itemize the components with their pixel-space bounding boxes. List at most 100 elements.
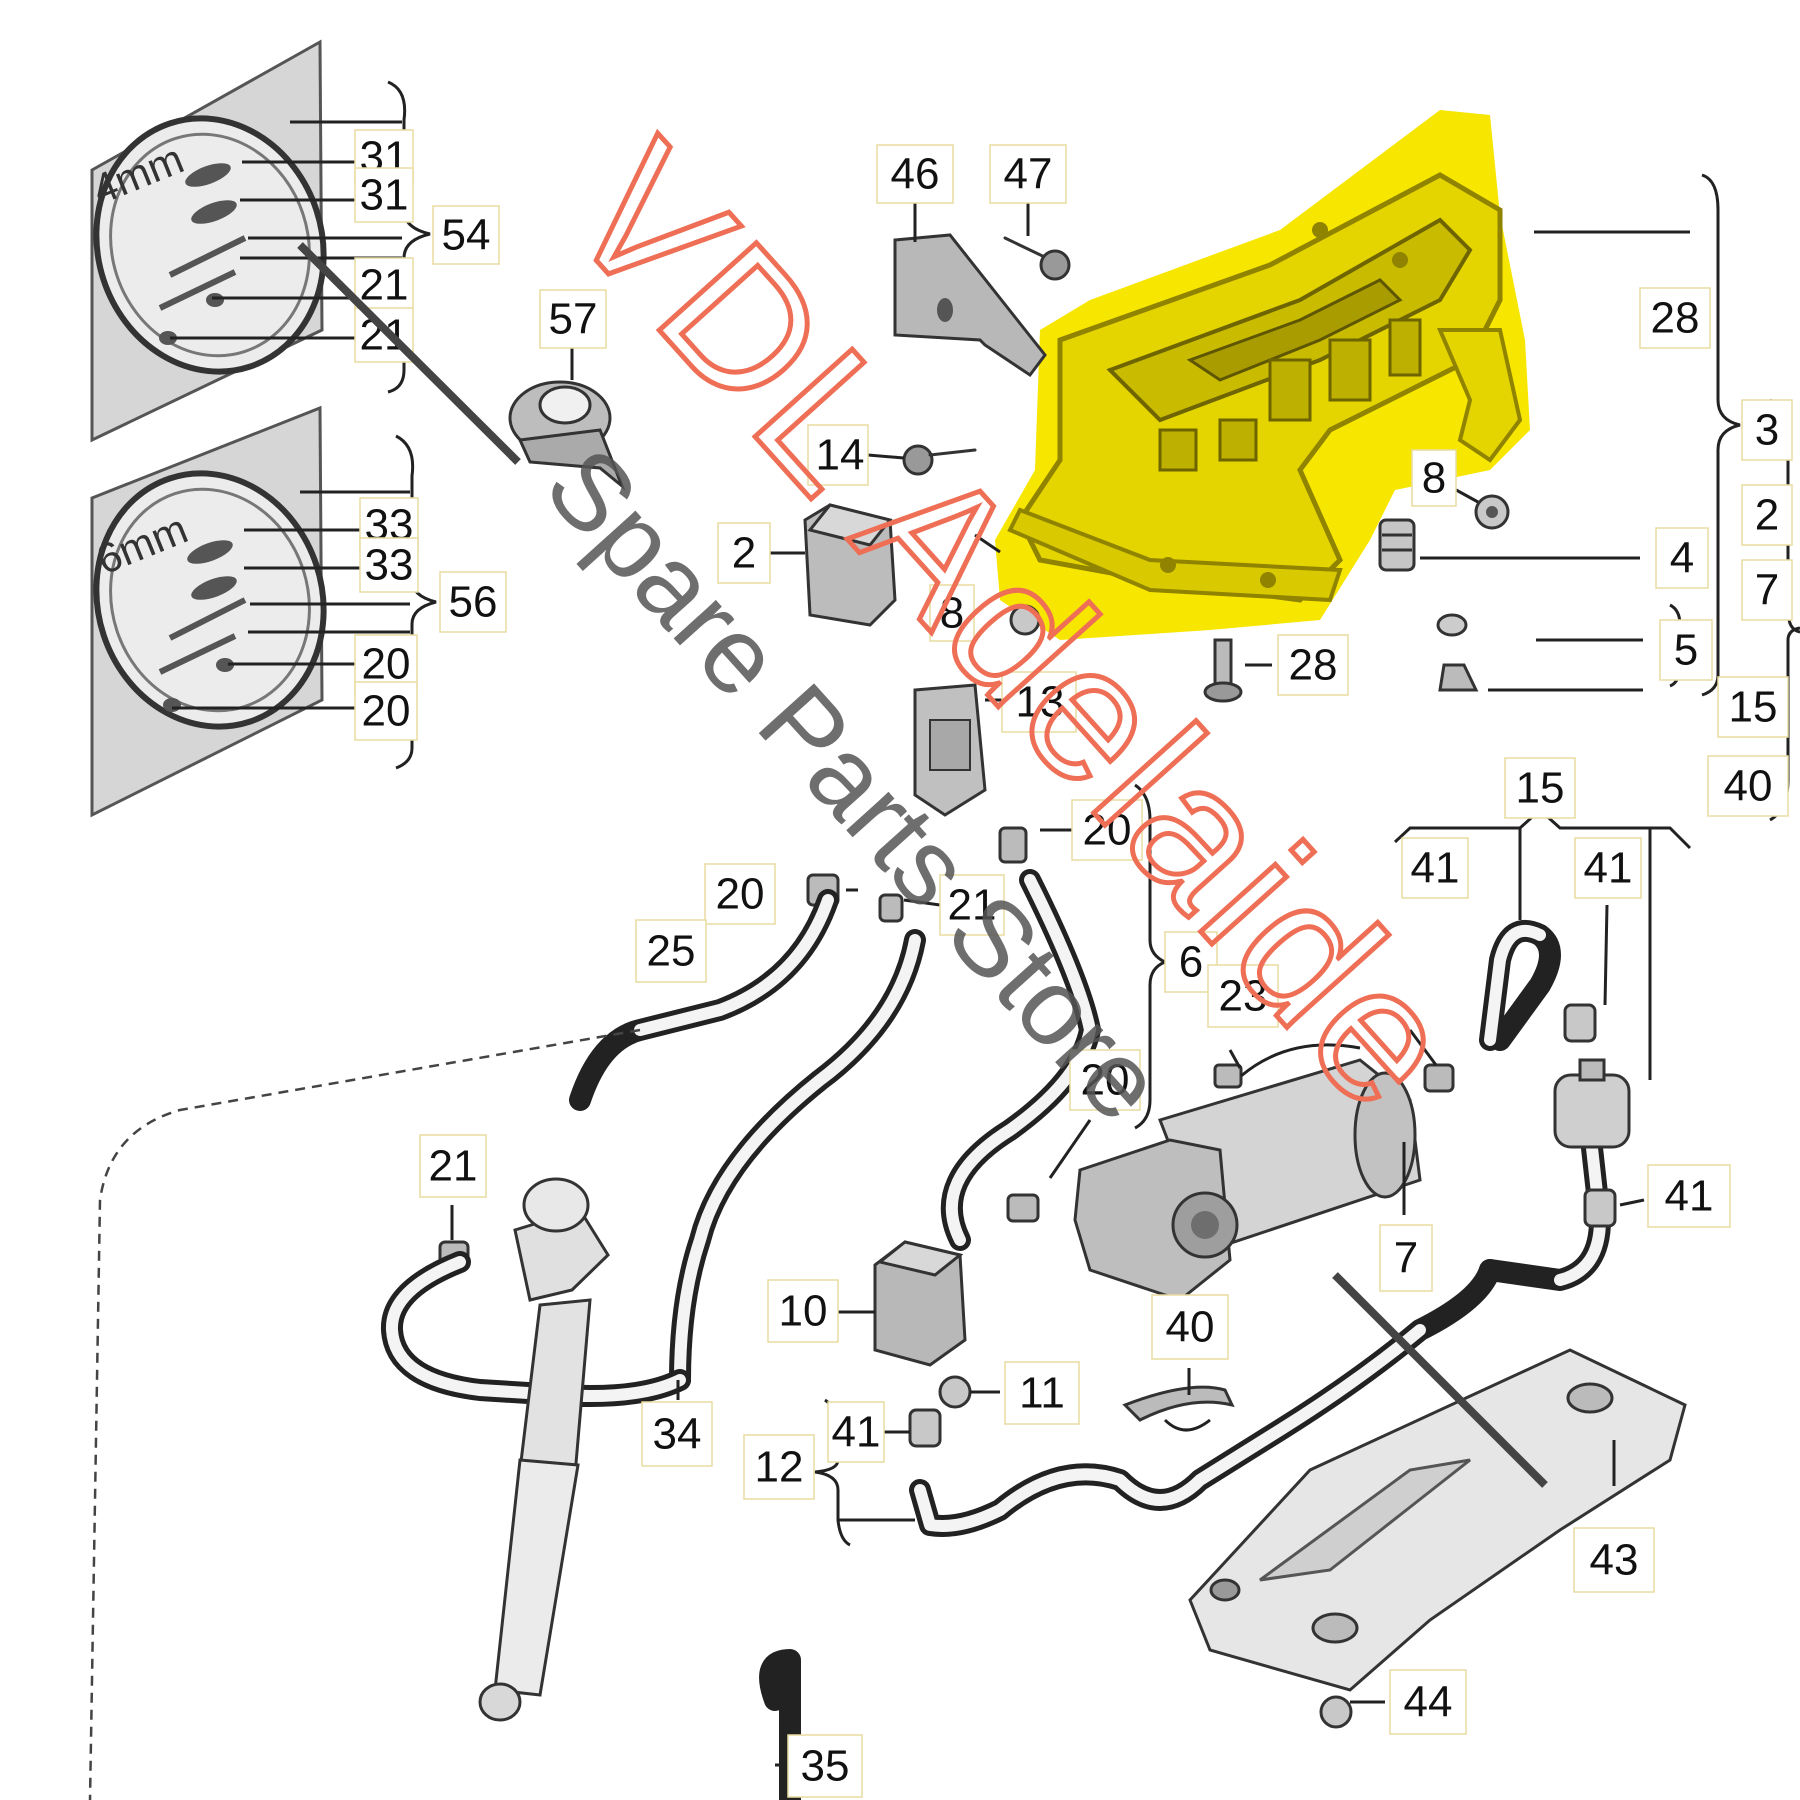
svg-text:41: 41 [1665,1172,1714,1221]
bracket-40 [1122,1385,1235,1432]
callout-15: 15 [1504,757,1576,819]
callout-44: 44 [1389,1669,1467,1735]
callout-43: 43 [1573,1527,1655,1593]
callout-labels: 46 47 57 28 3 2 7 15 40 14 8 2 4 8 28 5 … [354,129,1793,1798]
callout-33-b: 33 [359,537,419,593]
highlighted-compressor-carrier [995,110,1530,640]
svg-text:12: 12 [755,1443,804,1492]
svg-text:34: 34 [653,1410,702,1459]
fitting-20-lower [1006,1193,1040,1223]
svg-text:25: 25 [647,927,696,976]
svg-text:7: 7 [1755,566,1779,615]
callout-31-b: 31 [354,167,414,223]
cover-43 [1188,1348,1687,1692]
svg-text:20: 20 [362,640,411,689]
svg-text:28: 28 [1651,294,1700,343]
strap-57 [508,380,626,491]
callout-57: 57 [539,289,607,349]
callout-20-lower: 20 [1069,1049,1141,1111]
svg-text:56: 56 [449,578,498,627]
callout-20-shim-b: 20 [354,681,418,741]
svg-text:35: 35 [801,1742,850,1791]
svg-text:8: 8 [1422,454,1446,503]
nut-11 [938,1375,972,1409]
shim-leader-lines [170,80,437,770]
sensor-23 [1213,1043,1361,1089]
shock-absorber [478,1177,610,1722]
hose-lines [381,869,1611,1800]
callout-12: 12 [743,1434,815,1500]
svg-text:47: 47 [1004,150,1053,199]
callout-28-bottom: 28 [1277,634,1349,696]
callout-13: 13 [1001,671,1077,733]
callout-40-right: 40 [1707,755,1789,817]
svg-text:40: 40 [1724,762,1773,811]
svg-text:5: 5 [1674,626,1698,675]
callout-20-left: 20 [704,863,776,925]
callout-8-left: 8 [929,584,975,642]
callout-21-shock: 21 [419,1134,487,1198]
svg-text:21: 21 [360,261,409,310]
watermark-stroke-lower [1332,1272,1548,1488]
svg-text:20: 20 [362,687,411,736]
clip-41-b [1583,1188,1617,1228]
svg-text:11: 11 [1019,1369,1065,1418]
svg-text:28: 28 [1289,641,1338,690]
callout-10: 10 [767,1279,839,1343]
callout-7: 7 [1379,1224,1433,1292]
svg-text:41: 41 [832,1408,881,1457]
callout-54: 54 [432,205,500,265]
screw-14 [902,444,977,476]
watermark-stroke-upper [297,242,521,465]
bracket-46 [893,233,1047,378]
svg-text:4: 4 [1670,534,1694,583]
svg-text:8: 8 [940,589,964,638]
callout-5: 5 [1659,619,1713,681]
svg-text:6: 6 [1179,938,1203,987]
callout-41-left: 41 [827,1401,885,1463]
svg-text:40: 40 [1166,1303,1215,1352]
svg-text:2: 2 [1755,491,1779,540]
callout-46: 46 [876,144,954,204]
svg-text:13: 13 [1016,678,1065,727]
svg-text:33: 33 [365,541,414,590]
callout-21-left: 21 [939,874,1005,936]
callout-21-shim-b: 21 [354,307,414,363]
callout-2: 2 [717,522,771,584]
svg-text:46: 46 [891,150,940,199]
svg-text:43: 43 [1590,1536,1639,1585]
bushing-5 [1436,613,1479,692]
svg-text:41: 41 [1411,844,1460,893]
svg-text:7: 7 [1394,1234,1418,1283]
callout-20-upper: 20 [1071,799,1143,861]
valve-block-13 [913,683,987,817]
svg-text:10: 10 [779,1287,828,1336]
fitting-20-upper [998,826,1028,864]
callout-41-right: 41 [1647,1164,1731,1228]
svg-text:14: 14 [816,431,865,480]
leader-lines [450,173,1800,1767]
shim-plate-6mm: 6mm [90,405,327,818]
callout-41-top-left: 41 [1401,837,1469,899]
callout-34: 34 [641,1401,713,1467]
nut-44 [1319,1695,1353,1729]
callout-11: 11 [1004,1361,1080,1425]
callout-8-right: 8 [1411,449,1457,507]
dryer-15 [1423,1058,1631,1149]
svg-text:20: 20 [1083,806,1132,855]
svg-text:2: 2 [732,529,756,578]
bolt-28 [1203,638,1243,703]
svg-text:31: 31 [360,171,409,220]
callout-41-top-right: 41 [1574,837,1642,899]
callout-25: 25 [635,919,707,983]
callout-47: 47 [989,144,1067,204]
assembly-guide-line [88,1028,641,1800]
nut-8-right [1474,494,1510,530]
svg-text:15: 15 [1516,764,1565,813]
callout-2-right: 2 [1741,484,1793,546]
svg-text:21: 21 [360,311,409,360]
mount-4 [1378,518,1416,572]
callout-4: 4 [1655,527,1709,589]
